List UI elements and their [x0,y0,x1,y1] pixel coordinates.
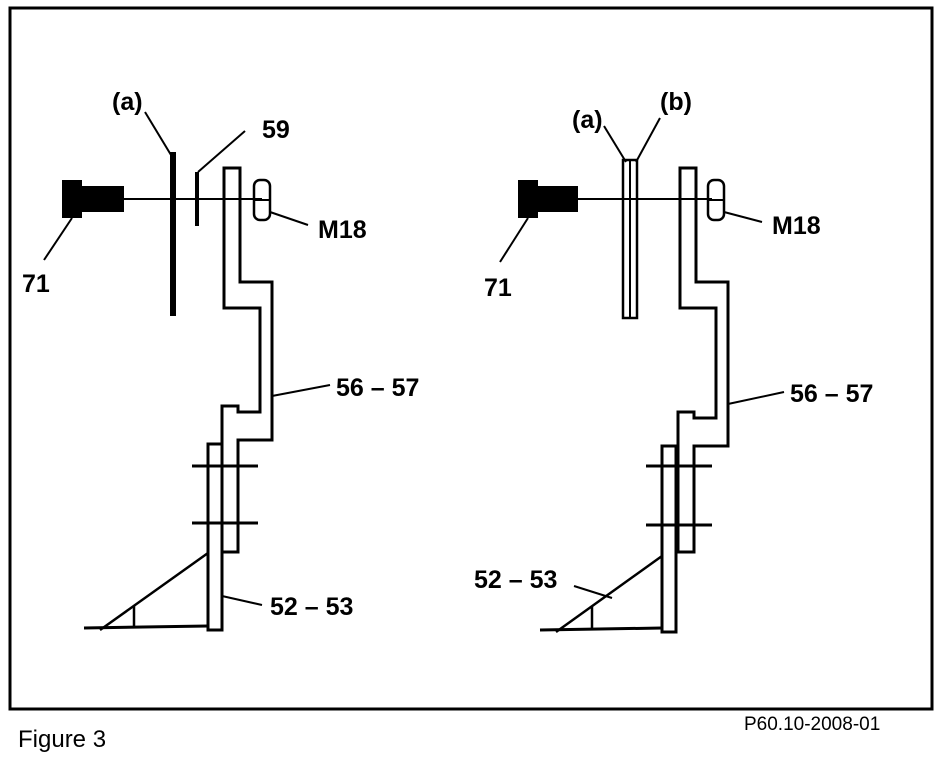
right-bolt-head [518,180,538,218]
right-label-56-57: 56 – 57 [790,380,873,408]
left-label-52-53: 52 – 53 [270,593,353,621]
left-bracket-56-57 [220,166,274,554]
left-plate-a [170,152,176,316]
right-label-52-53: 52 – 53 [474,566,557,594]
right-label-b: (b) [660,88,692,116]
right-bar-52-53 [660,444,678,634]
leader-right-56-57 [727,391,785,405]
leader-right-71 [499,217,529,263]
right-brace [555,554,663,634]
right-bracket-56-57 [676,166,730,554]
leader-left-a [144,111,172,156]
left-assembly [43,111,331,632]
left-bar-52-53 [206,442,224,632]
left-label-59: 59 [262,116,290,144]
right-label-m18: M18 [772,212,821,240]
leader-right-a [603,125,627,163]
leader-left-71 [43,217,73,261]
leader-right-b [635,117,661,163]
document-code: P60.10-2008-01 [744,714,881,735]
right-assembly [499,117,785,634]
leader-right-52-53 [573,585,613,599]
leader-left-m18 [269,211,309,226]
right-label-71: 71 [484,274,512,302]
left-bolt-shank [80,186,124,212]
left-label-a: (a) [112,88,143,116]
leader-right-m18 [723,211,763,223]
figure-border [8,6,934,711]
figure-caption: Figure 3 [18,726,107,753]
left-brace [99,551,209,632]
left-label-56-57: 56 – 57 [336,374,419,402]
leader-left-52-53 [221,595,263,606]
leader-left-59 [197,130,246,173]
right-bolt-shank [536,186,578,212]
right-label-a: (a) [572,106,603,134]
left-bolt-head [62,180,82,218]
left-label-71: 71 [22,270,50,298]
leader-left-56-57 [271,384,331,397]
left-label-m18: M18 [318,216,367,244]
